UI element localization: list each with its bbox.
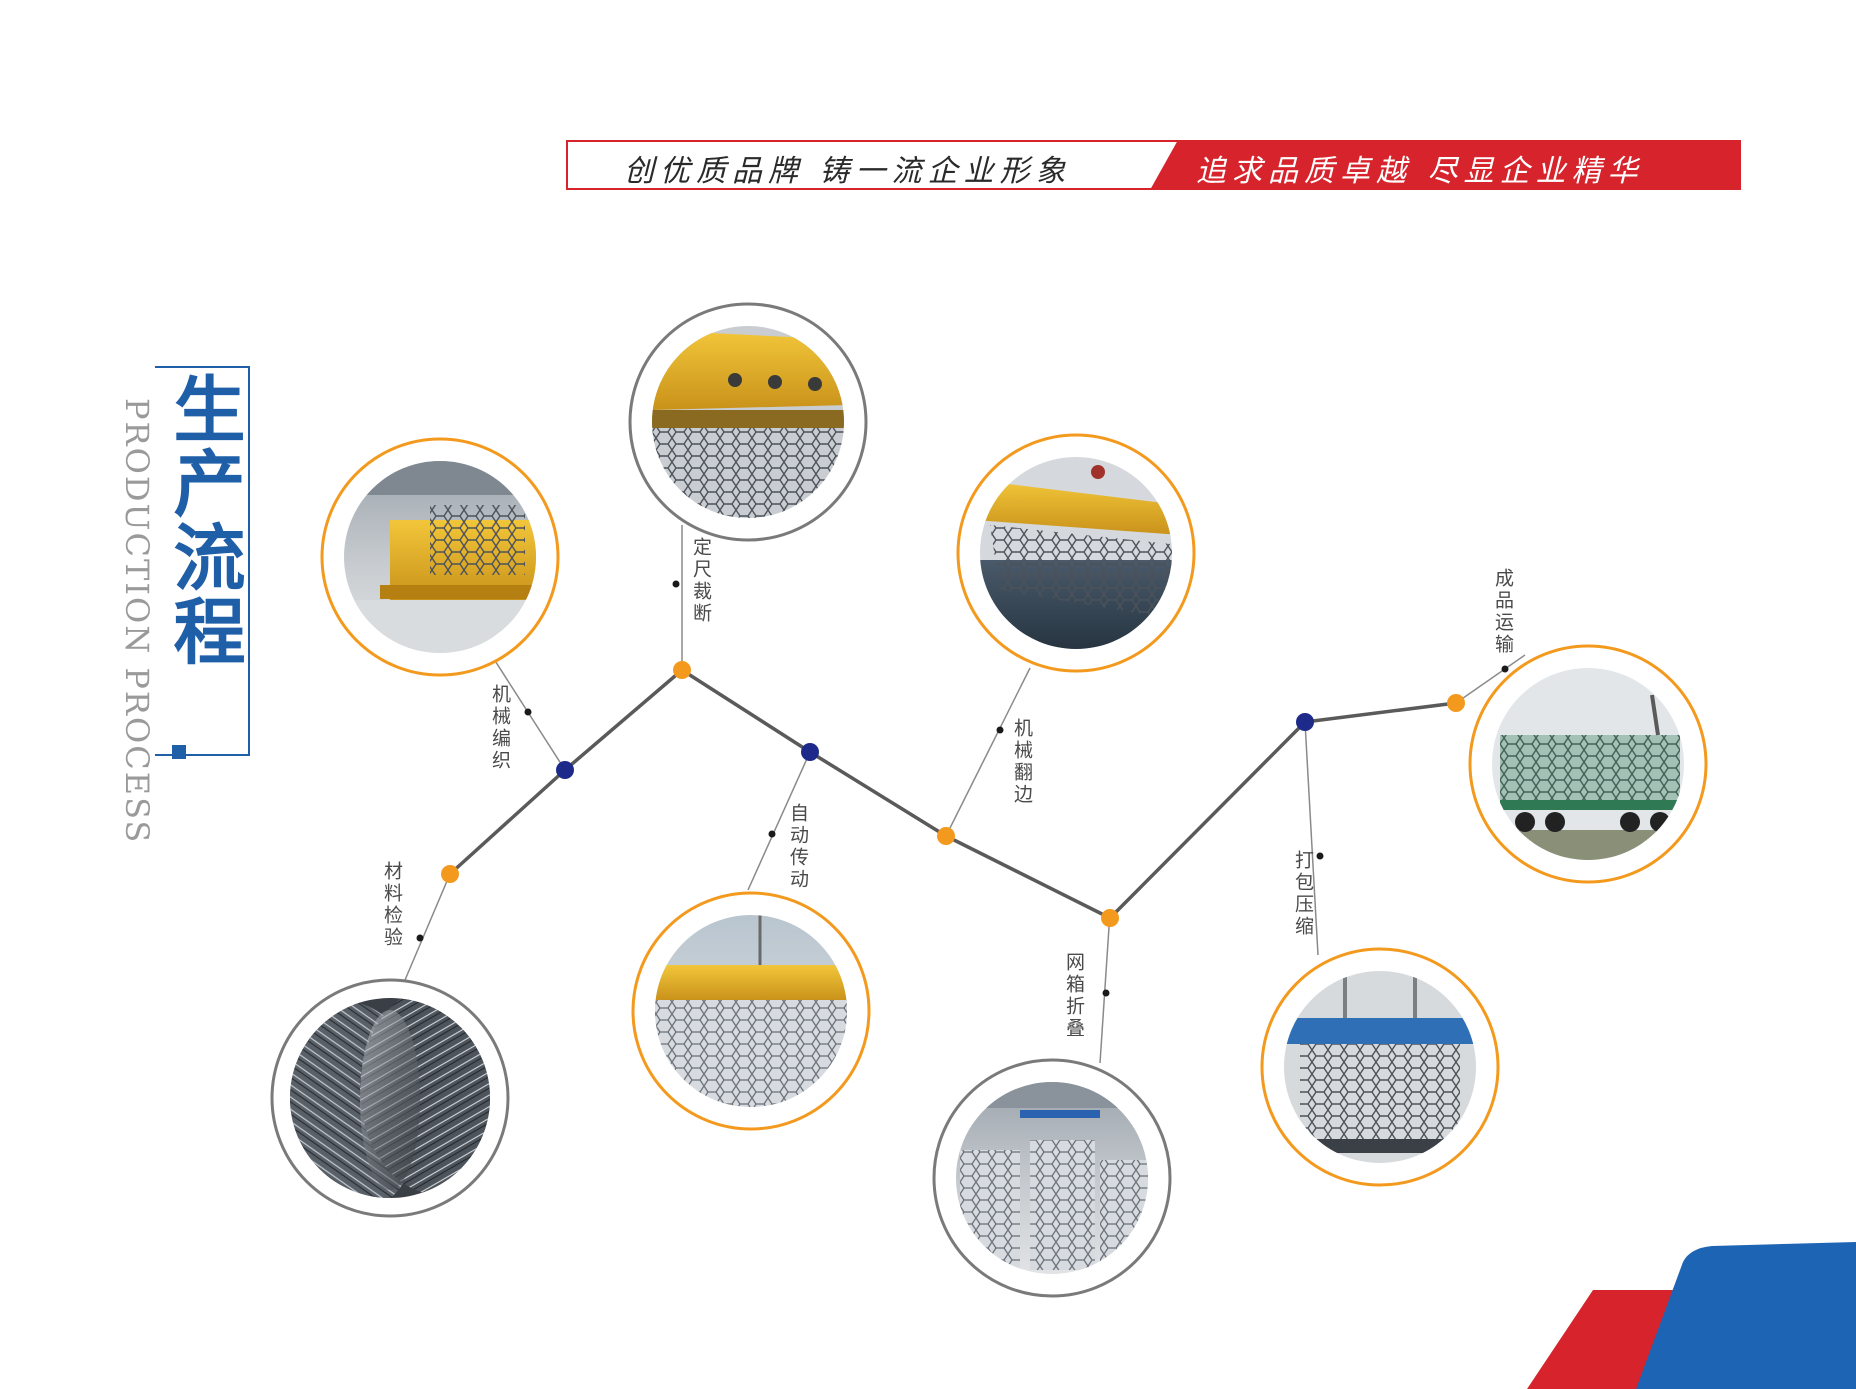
corner-red-shape bbox=[1527, 1290, 1680, 1389]
step-label-5: 机械翻边 bbox=[1011, 718, 1033, 806]
step-label-6: 网箱折叠 bbox=[1063, 952, 1085, 1040]
process-line bbox=[448, 668, 1457, 920]
step-label-7: 打包压缩 bbox=[1292, 850, 1314, 938]
node-8 bbox=[1447, 694, 1465, 712]
node-4 bbox=[801, 743, 819, 761]
connector-dots bbox=[416, 580, 1509, 997]
slogan-banner: 创优质品牌 铸一流企业形象 追求品质卓越 尽显企业精华 bbox=[566, 140, 1741, 190]
step-label-4: 自动传动 bbox=[787, 803, 809, 891]
truck-transport-photo bbox=[1468, 644, 1708, 884]
node-1 bbox=[441, 865, 459, 883]
slogan-left: 创优质品牌 铸一流企业形象 bbox=[624, 154, 1072, 189]
edge-folding-machine-photo bbox=[956, 433, 1196, 673]
connector-lines bbox=[404, 525, 1526, 1064]
page-title: 生产流程 bbox=[161, 372, 246, 668]
process-nodes bbox=[441, 661, 1465, 927]
node-6 bbox=[1101, 909, 1119, 927]
steel-wire-coils-photo bbox=[270, 978, 510, 1218]
folded-gabion-photo bbox=[932, 1058, 1172, 1298]
bale-press-photo bbox=[1260, 947, 1500, 1187]
node-3 bbox=[673, 661, 691, 679]
node-7 bbox=[1296, 713, 1314, 731]
corner-blue-shape bbox=[1636, 1242, 1856, 1389]
slogan-right: 追求品质卓越 尽显企业精华 bbox=[1196, 154, 1644, 189]
cutting-machine-photo bbox=[628, 302, 868, 542]
step-label-8: 成品运输 bbox=[1492, 568, 1514, 656]
step-label-2: 机械编织 bbox=[489, 684, 511, 772]
node-2 bbox=[556, 761, 574, 779]
step-label-1: 材料检验 bbox=[381, 861, 403, 949]
weaving-machine-photo bbox=[320, 437, 560, 677]
conveyor-machine-photo bbox=[631, 891, 871, 1131]
page-subtitle-en: PRODUCTION PROCESS bbox=[118, 398, 156, 845]
banner-shape bbox=[566, 140, 1741, 190]
step-label-3: 定尺裁断 bbox=[690, 537, 712, 625]
node-5 bbox=[937, 827, 955, 845]
title-square-marker bbox=[172, 745, 186, 759]
title-frame bbox=[155, 366, 250, 756]
